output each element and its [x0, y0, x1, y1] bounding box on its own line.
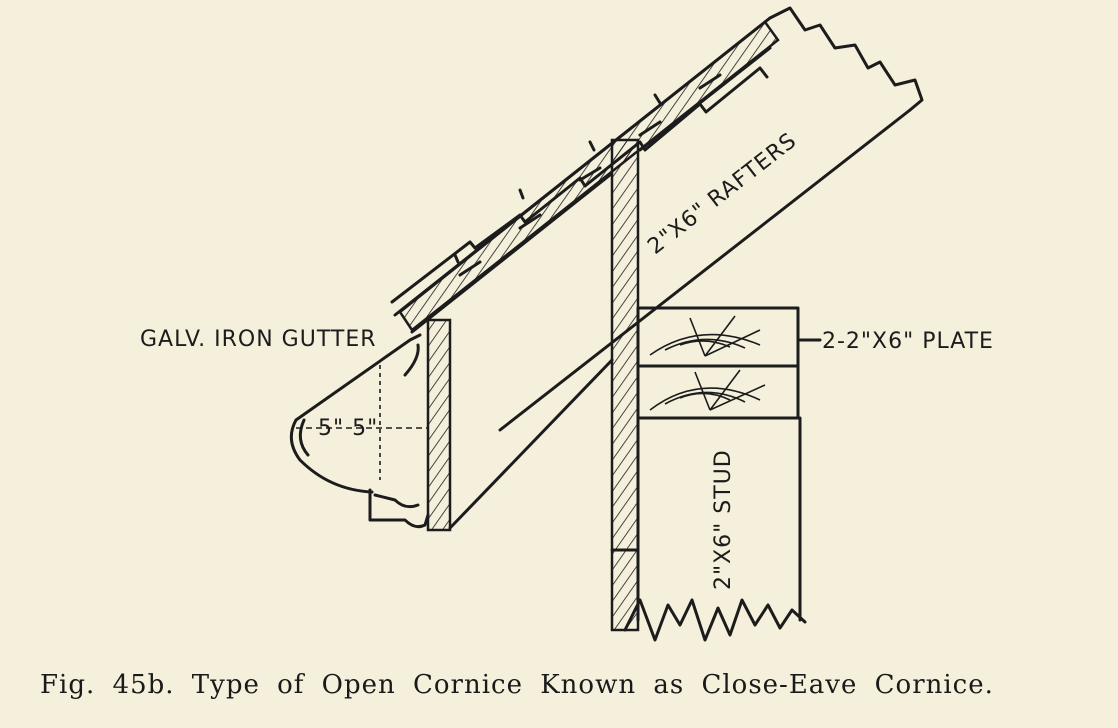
label-rafters: 2"X6" RAFTERS — [643, 128, 802, 260]
label-stud: 2"X6" STUD — [711, 449, 736, 590]
fascia-board — [426, 318, 614, 532]
cornice-section-drawing: GALV. IRON GUTTER 5" 5" 2"X6" RAFTERS 2-… — [140, 6, 994, 642]
label-gutter-dimension: 5" 5" — [318, 416, 378, 441]
stud — [623, 416, 807, 642]
gutter — [289, 333, 430, 529]
roof-sheathing — [398, 20, 780, 332]
wall-sheathing — [610, 138, 640, 632]
label-gutter: GALV. IRON GUTTER — [140, 327, 377, 352]
figure-caption: Fig. 45b. Type of Open Cornice Known as … — [40, 670, 994, 700]
label-plate: 2-2"X6" PLATE — [822, 329, 994, 354]
shingles — [390, 66, 769, 304]
top-plate — [636, 306, 800, 420]
